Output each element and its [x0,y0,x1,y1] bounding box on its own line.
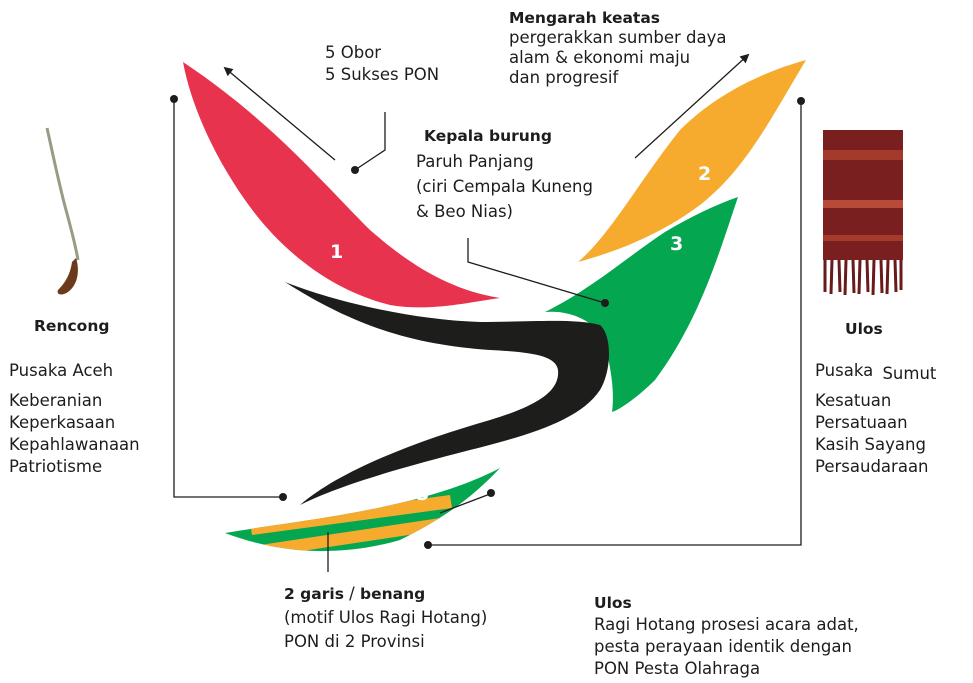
segment-4-label: 4 [536,358,549,380]
rencong-hilt [57,258,78,295]
obor-line1: 5 Obor [325,43,382,62]
rencong-line5: Patriotisme [9,457,103,476]
kepala-title: Kepala burung [424,127,552,145]
segment-1-red-wing [183,62,500,308]
rencong-line3: Keperkasaan [9,413,116,432]
dot-ulos-top [797,97,805,105]
mengarah-annotation: Mengarah keatas pergerakkan sumber daya … [509,8,727,88]
ulos2-annotation: Ulos Ragi Hotang prosesi acara adat, pes… [594,592,859,680]
rencong-blade [45,127,80,261]
connector-rencong [173,99,282,498]
rencong-line4: Kepahlawanaan [9,435,140,454]
ulos-image [823,130,903,296]
ulos2-title: Ulos [594,594,632,612]
ulos-line1a: Pusaka [815,361,874,380]
ulos2-line3: PON Pesta Olahraga [594,659,761,678]
kepala-line3: & Beo Nias) [416,202,513,221]
segment-5-green-tail [225,468,500,552]
connector-ulos [428,101,802,546]
ulos-stripes [250,495,452,552]
orange-stripe-bottom [260,518,442,552]
ulos-line4: Kasih Sayang [815,435,926,454]
rencong-annotation: Pusaka Aceh Keberanian Keperkasaan Kepah… [9,360,140,478]
ulos-line2: Kesatuan [815,391,892,410]
garis-title-a: 2 garis [284,585,344,603]
dot-rencong-bottom [279,493,287,501]
garis-sep: / [349,584,355,603]
connector-tail [439,493,491,514]
obor-annotation: 5 Obor 5 Sukses PON [325,42,439,86]
ulos2-line1: Ragi Hotang prosesi acara adat, [594,615,859,634]
kepala-annotation: Kepala burung Paruh Panjang (ciri Cempal… [416,124,593,224]
dot-obor [351,166,359,174]
ulos-fringe [823,259,903,296]
garis-line2: PON di 2 Provinsi [284,632,425,651]
kepala-line1: Paruh Panjang [416,152,534,171]
connector-kepala [467,238,606,304]
arrow-up-left [223,66,336,161]
segment-5-label: 5 [416,483,429,505]
orange-stripe-top [250,495,452,535]
rencong-image [45,127,80,295]
kepala-line2: (ciri Cempala Kuneng [416,177,593,196]
garis-title-b: benang [359,585,426,603]
mengarah-line1: pergerakkan sumber daya [509,28,727,47]
dot-rencong-top [170,95,178,103]
segment-4-black-body [285,282,609,505]
mengarah-title: Mengarah keatas [509,9,661,27]
arrow-up-right [634,53,750,159]
segment-3-label: 3 [670,233,683,255]
obor-line2: 5 Sukses PON [325,65,440,84]
ulos-band-low [823,235,903,241]
rencong-line2: Keberanian [9,391,103,410]
dot-tail [487,489,495,497]
segment-2-label: 2 [698,163,711,185]
garis-annotation: 2 garis / benang (motif Ulos Ragi Hotang… [284,582,487,654]
mengarah-line3: dan progresif [509,68,619,87]
garis-line1: (motif Ulos Ragi Hotang) [284,608,488,627]
dot-kepala [601,299,609,307]
connector-obor [354,112,386,171]
ulos-band-top [823,150,903,160]
segment-3-green-wing [545,197,738,412]
rencong-title: Rencong [34,317,110,335]
ulos2-line2: pesta perayaan identik dengan [594,637,852,656]
mengarah-line2: alam & ekonomi maju [509,48,691,67]
ulos-band-mid [823,200,903,208]
ulos-line3: Persatuaan [815,413,908,432]
segment-1-label: 1 [330,241,343,263]
ulos-line1b: Sumut [882,364,937,383]
ulos-line1: Pusaka Sumut [815,360,937,383]
segment-2-orange-wing [578,60,806,262]
ulos-title: Ulos [845,320,883,338]
rencong-line1: Pusaka Aceh [9,361,114,380]
garis-title: 2 garis / benang [284,582,487,606]
dot-ulos-bottom [424,541,432,549]
ulos-line5: Persaudaraan [815,457,929,476]
ulos-annotation: Pusaka Sumut Kesatuan Persatuaan Kasih S… [815,360,936,478]
